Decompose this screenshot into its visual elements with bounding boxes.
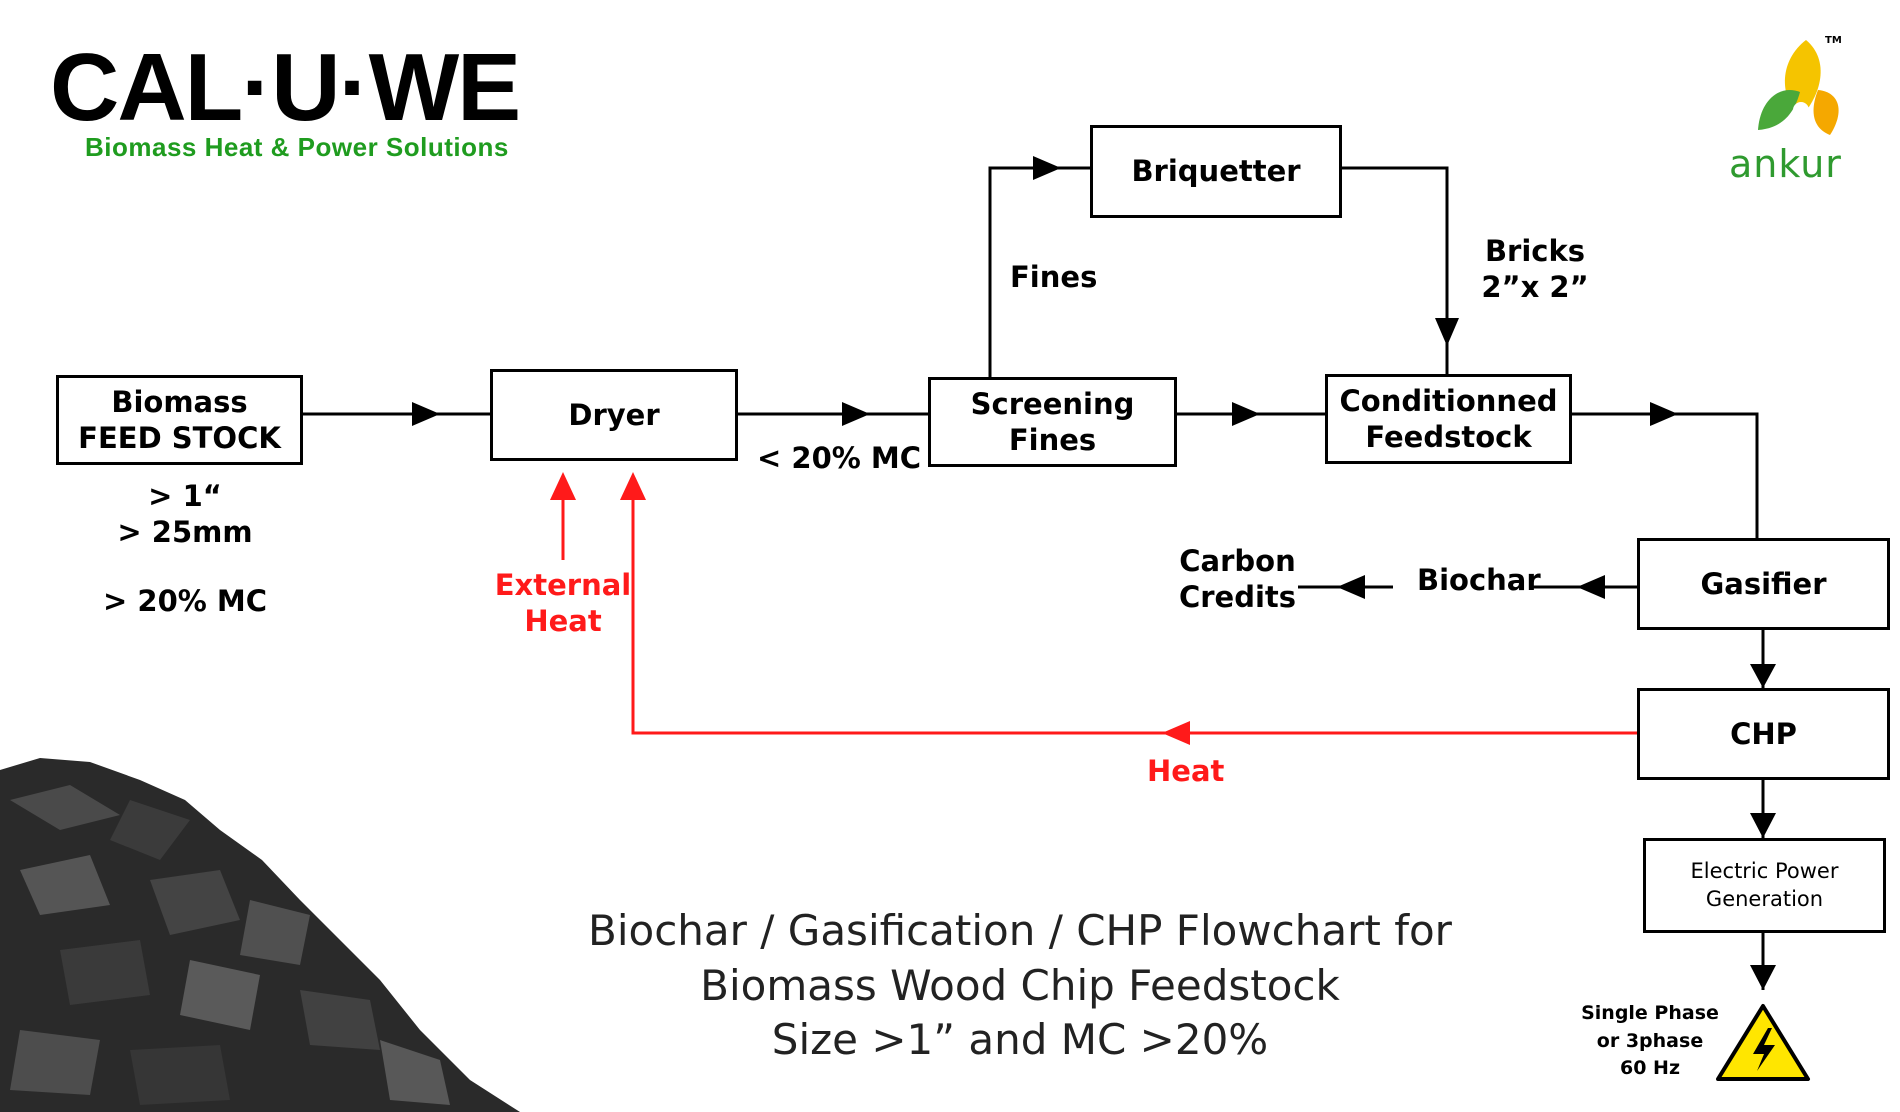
- diagram-title: Biochar / Gasification / CHP Flowchart f…: [520, 904, 1520, 1068]
- power-note-line3: 60 Hz: [1619, 1057, 1680, 1080]
- arrow-to-conditioned-icon: [1232, 402, 1260, 426]
- label-mc-low: < 20% MC: [757, 441, 922, 475]
- dryer-label: Dryer: [568, 397, 660, 432]
- electric-line2: Generation: [1705, 886, 1824, 911]
- black-arrowheads: [412, 156, 1776, 990]
- heat-arrowheads: [550, 472, 1190, 745]
- arrow-external-heat-icon: [550, 472, 576, 500]
- arrow-to-biochar-icon: [1577, 575, 1605, 599]
- label-size: > 1“ > 25mm: [100, 478, 270, 551]
- arrow-heat-left-icon: [1162, 721, 1190, 745]
- line-briquetter-conditioned: [1337, 166, 1449, 374]
- line-chp-heat-return: [631, 478, 1637, 735]
- conditioned-line1: Conditionned: [1339, 383, 1558, 418]
- label-external-heat: External Heat: [488, 567, 638, 640]
- title-line1: Biochar / Gasification / CHP Flowchart f…: [588, 906, 1452, 955]
- power-output-note: Single Phase or 3phase 60 Hz: [1575, 1000, 1725, 1083]
- ankur-leaf-logo-icon: [1758, 40, 1839, 135]
- label-bricks-line1: Bricks: [1484, 234, 1586, 268]
- chp-label: CHP: [1730, 716, 1797, 751]
- power-note-line1: Single Phase: [1581, 1002, 1719, 1024]
- node-chp: CHP: [1637, 688, 1890, 780]
- screening-line2: Fines: [1008, 423, 1097, 457]
- arrow-to-dryer-icon: [412, 402, 440, 426]
- screening-line1: Screening: [970, 386, 1135, 421]
- gasifier-label: Gasifier: [1700, 566, 1827, 601]
- feedstock-line2: FEED STOCK: [78, 421, 281, 455]
- conditioned-line2: Feedstock: [1365, 420, 1532, 454]
- label-heat: Heat: [1147, 754, 1225, 788]
- label-size-mm: > 25mm: [117, 515, 253, 550]
- biochar-pile-image: [0, 758, 520, 1112]
- label-mc-high: > 20% MC: [103, 584, 268, 618]
- arrow-to-electric-icon: [1750, 813, 1776, 838]
- electric-line1: Electric Power: [1690, 859, 1839, 884]
- arrow-return-heat-icon: [620, 472, 646, 500]
- label-fines: Fines: [1010, 260, 1098, 294]
- label-bricks-line2: 2”x 2”: [1481, 270, 1589, 305]
- node-electric-power: Electric Power Generation: [1643, 838, 1886, 933]
- caluwe-brand: CAL·U·WE: [50, 34, 521, 141]
- arrow-to-power-icon: [1750, 965, 1776, 990]
- node-screening-fines: Screening Fines: [928, 377, 1177, 467]
- label-external-line2: Heat: [524, 604, 602, 639]
- arrow-to-briquetter-icon: [1033, 156, 1061, 180]
- feedstock-line1: Biomass: [111, 384, 248, 419]
- arrow-to-carbon-icon: [1337, 575, 1365, 599]
- label-biochar: Biochar: [1417, 563, 1541, 597]
- arrow-to-chp-icon: [1750, 664, 1776, 688]
- node-dryer: Dryer: [490, 369, 738, 461]
- label-carbon-line1: Carbon: [1179, 544, 1296, 578]
- label-carbon-credits: Carbon Credits: [1170, 543, 1305, 616]
- line-conditioned-gasifier: [1567, 412, 1759, 538]
- heat-flow-lines: [561, 478, 1637, 735]
- title-line2: Biomass Wood Chip Feedstock: [700, 960, 1340, 1010]
- high-voltage-warning-icon: [1716, 1004, 1810, 1081]
- label-bricks: Bricks 2”x 2”: [1470, 233, 1600, 306]
- ankur-logo: ankur: [1729, 30, 1875, 186]
- label-external-line1: External: [494, 568, 632, 602]
- power-note-line2: or 3phase: [1596, 1029, 1704, 1052]
- arrow-to-gasifier-path-icon: [1650, 402, 1678, 426]
- node-briquetter: Briquetter: [1090, 125, 1342, 218]
- label-carbon-line2: Credits: [1178, 580, 1297, 615]
- caluwe-tagline: Biomass Heat & Power Solutions: [85, 132, 509, 162]
- label-size-inch: > 1“: [148, 479, 222, 513]
- ankur-wordmark: ankur: [1729, 142, 1842, 186]
- node-biomass-feedstock: Biomass FEED STOCK: [56, 375, 303, 465]
- arrow-to-screening-icon: [842, 402, 870, 426]
- caluwe-logo: CAL·U·WE Biomass Heat & Power Solutions: [50, 34, 521, 163]
- trademark-mark: TM: [1825, 35, 1842, 46]
- node-conditioned-feedstock: Conditionned Feedstock: [1325, 374, 1572, 464]
- node-gasifier: Gasifier: [1637, 538, 1890, 630]
- title-line3: Size >1” and MC >20%: [771, 1015, 1269, 1065]
- arrow-down-bricks-icon: [1435, 318, 1459, 346]
- briquetter-label: Briquetter: [1131, 154, 1301, 189]
